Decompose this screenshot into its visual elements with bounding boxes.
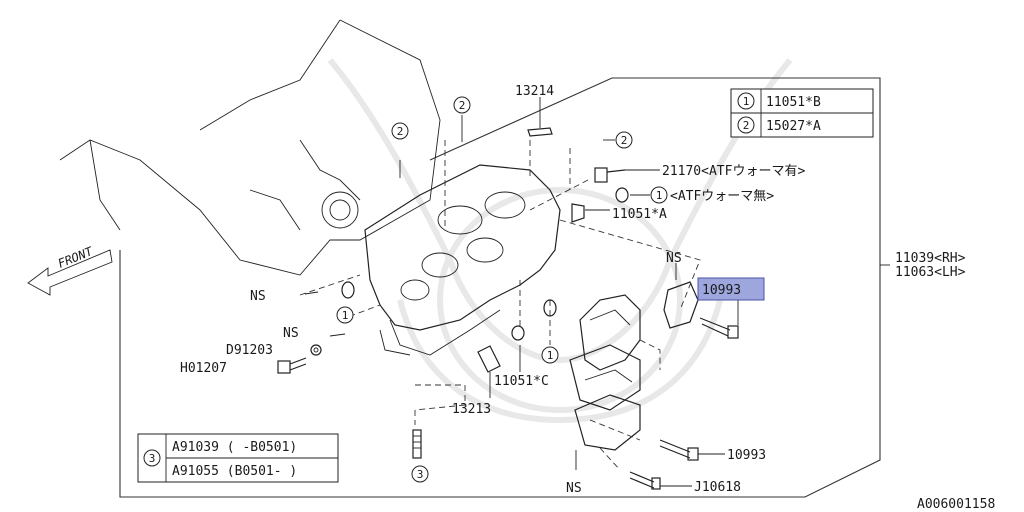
circle-marker-2a: 2 xyxy=(391,122,409,140)
circle-marker-2c: 2 xyxy=(615,131,633,149)
legend-top: 1 11051*B 2 15027*A xyxy=(730,88,874,138)
legend-top-row2: 15027*A xyxy=(766,119,821,134)
engine-block-outline xyxy=(59,19,441,276)
circle-marker-2b: 2 xyxy=(453,96,471,114)
o-ring-left[interactable] xyxy=(341,281,355,299)
svg-text:1: 1 xyxy=(342,309,349,322)
label-atf-none: <ATFウォーマ無> xyxy=(670,189,774,204)
bolt-h01207[interactable] xyxy=(277,357,307,374)
label-ns-left-upper: NS xyxy=(250,289,266,304)
legend-bottom: 3 A91039 ( -B0501) A91055 (B0501- ) xyxy=(137,433,339,483)
o-ring-atf[interactable] xyxy=(615,187,629,203)
label-d91203: D91203 xyxy=(226,343,273,358)
svg-text:3: 3 xyxy=(149,452,156,465)
svg-text:2: 2 xyxy=(459,99,466,112)
label-11051a: 11051*A xyxy=(612,207,667,222)
svg-text:2: 2 xyxy=(621,134,628,147)
label-ns-left-lower: NS xyxy=(283,326,299,341)
label-ns-bottom: NS xyxy=(566,481,582,496)
label-10993-highlight: 10993 xyxy=(702,283,741,298)
circle-marker-3a: 3 xyxy=(411,465,429,483)
diagram-id: A006001158 xyxy=(917,497,995,512)
svg-text:3: 3 xyxy=(417,468,424,481)
label-13213: 13213 xyxy=(452,402,491,417)
svg-text:1: 1 xyxy=(656,189,663,202)
washer-d91203[interactable] xyxy=(310,344,322,356)
bolt-10993-upper[interactable] xyxy=(699,317,739,339)
legend-top-row1: 11051*B xyxy=(766,95,821,110)
watermark-emblem xyxy=(327,58,793,424)
camshaft-cap-assembly[interactable] xyxy=(569,294,641,451)
label-11063: 11063<LH> xyxy=(895,265,966,280)
circle-marker-1c: 1 xyxy=(541,346,559,364)
circle-marker-1a: 1 xyxy=(650,186,668,204)
label-j10618: J10618 xyxy=(694,480,741,495)
highlight-10993[interactable]: 10993 xyxy=(697,277,765,301)
assembly-frame xyxy=(119,77,881,498)
bolt-10993-lower[interactable] xyxy=(659,439,699,461)
bolt-j10618[interactable] xyxy=(629,471,661,490)
legend-bottom-row2: A91055 (B0501- ) xyxy=(172,464,297,479)
bracket-part[interactable] xyxy=(663,281,699,329)
seal-11051a[interactable] xyxy=(571,203,585,223)
label-10993: 10993 xyxy=(727,448,766,463)
label-11051c: 11051*C xyxy=(494,374,549,389)
svg-text:1: 1 xyxy=(743,95,750,108)
label-13214: 13214 xyxy=(515,84,554,99)
svg-text:1: 1 xyxy=(547,349,554,362)
circle-marker-1b: 1 xyxy=(336,306,354,324)
label-h01207: H01207 xyxy=(180,361,227,376)
plug-21170[interactable] xyxy=(594,167,626,183)
svg-text:2: 2 xyxy=(397,125,404,138)
legend-bottom-row1: A91039 ( -B0501) xyxy=(172,440,297,455)
assembly-guide-lines xyxy=(299,140,701,471)
label-ns-right: NS xyxy=(666,251,682,266)
cylinder-head[interactable] xyxy=(364,164,561,356)
svg-text:2: 2 xyxy=(743,119,750,132)
dowel-13214[interactable] xyxy=(527,127,553,137)
o-ring-right[interactable] xyxy=(543,299,557,317)
o-ring-lower[interactable] xyxy=(511,325,525,341)
front-label: FRONT xyxy=(56,244,95,271)
stud-bolt-3[interactable] xyxy=(412,429,422,459)
front-arrow-icon xyxy=(27,249,113,296)
label-11039: 11039<RH> xyxy=(895,251,966,266)
leader-lines xyxy=(304,97,739,487)
label-21170: 21170<ATFウォーマ有> xyxy=(662,164,805,179)
dowel-13213[interactable] xyxy=(477,345,501,373)
